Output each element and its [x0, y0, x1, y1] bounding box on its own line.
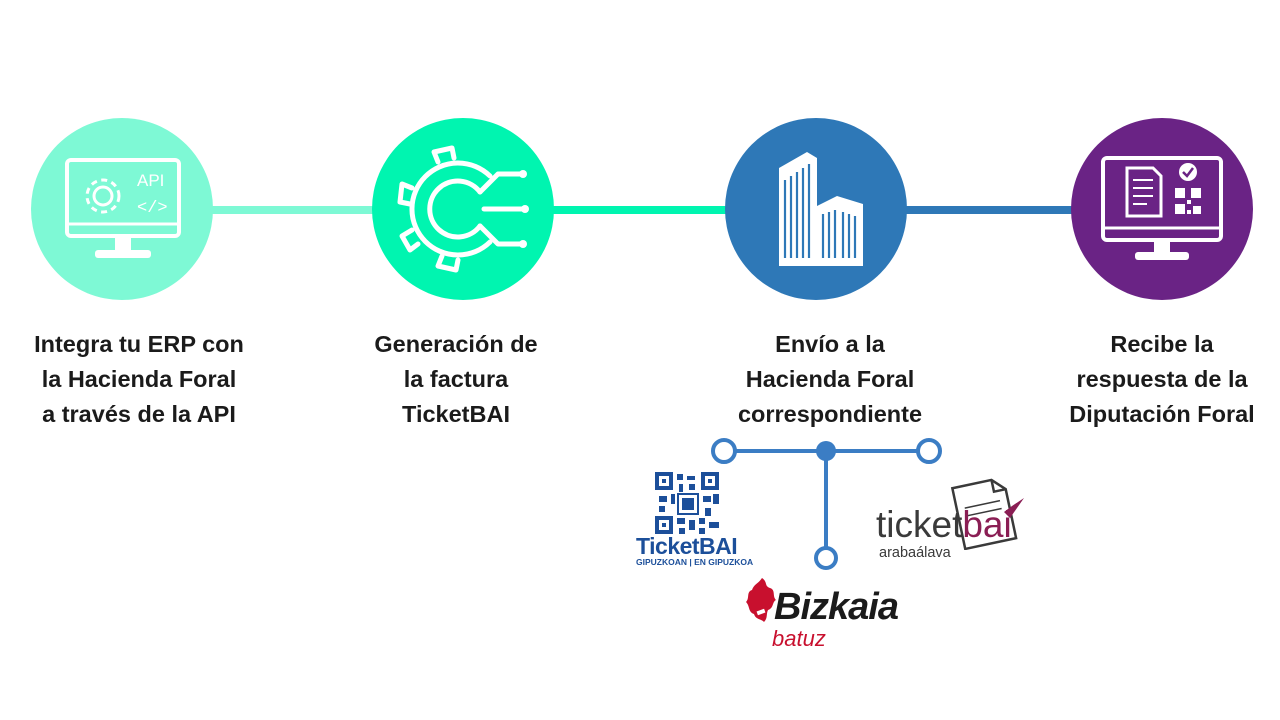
- connector-step1-step2: [210, 206, 390, 214]
- gear-circuit-icon: [397, 145, 529, 273]
- step-4-label-line-1: Recibe la: [1110, 331, 1214, 357]
- step-2-label: Generación de la factura TicketBAI: [321, 327, 591, 432]
- step-1-circle: API </>: [31, 118, 213, 300]
- araba-logo-name-ticket: ticket: [876, 504, 963, 545]
- qr-code-icon: [655, 472, 719, 534]
- code-text: </>: [137, 199, 168, 218]
- gipuzkoa-logo-subtitle: GIPUZKOAN | EN GIPUZKOA: [636, 557, 754, 567]
- oak-leaf-icon: [746, 578, 776, 622]
- step-4-label-line-3: Diputación Foral: [1069, 401, 1255, 427]
- connector-step3-step4: [900, 206, 1080, 214]
- step-1-label-line-1: Integra tu ERP con: [34, 331, 244, 357]
- araba-logo-subtitle: arabaálava: [879, 545, 951, 561]
- bizkaia-logo-name: Bizkaia: [774, 586, 899, 628]
- monitor-invoice-qr-icon: [1101, 156, 1223, 260]
- step-3-label-line-3: correspondiente: [737, 401, 923, 427]
- gipuzkoa-logo-title: TicketBAI: [636, 533, 738, 559]
- buildings-icon: [779, 152, 863, 266]
- araba-logo-name: ticketbai: [876, 504, 1012, 546]
- step-1-label-line-3: a través de la API: [42, 401, 236, 427]
- monitor-api-icon: API </>: [65, 158, 181, 258]
- api-text: API: [137, 171, 164, 190]
- step-2-label-line-2: la factura: [403, 366, 509, 392]
- connector-step2-step3: [540, 206, 740, 214]
- step-2-circle: [372, 118, 554, 300]
- step-2-label-line-3: TicketBAI: [402, 401, 510, 427]
- step-3-label: Envío a la Hacienda Foral correspondient…: [695, 327, 965, 432]
- araba-logo-name-bai: bai: [962, 504, 1012, 545]
- step-2-label-line-1: Generación de: [374, 331, 538, 357]
- step-1-label-line-2: la Hacienda Foral: [41, 366, 237, 392]
- step-4-label-line-2: respuesta de la: [1076, 366, 1248, 392]
- step-3-circle: [725, 118, 907, 300]
- bizkaia-logo-subtitle: batuz: [772, 626, 826, 651]
- step-4-circle: [1071, 118, 1253, 300]
- branch-hub: [816, 441, 836, 461]
- document-check-icon: [950, 478, 1024, 550]
- step-1-label: Integra tu ERP con la Hacienda Foral a t…: [4, 327, 274, 432]
- step-3-label-line-1: Envío a la: [775, 331, 885, 357]
- step-3-label-line-2: Hacienda Foral: [745, 366, 915, 392]
- step-4-label: Recibe la respuesta de la Diputación For…: [1027, 327, 1280, 432]
